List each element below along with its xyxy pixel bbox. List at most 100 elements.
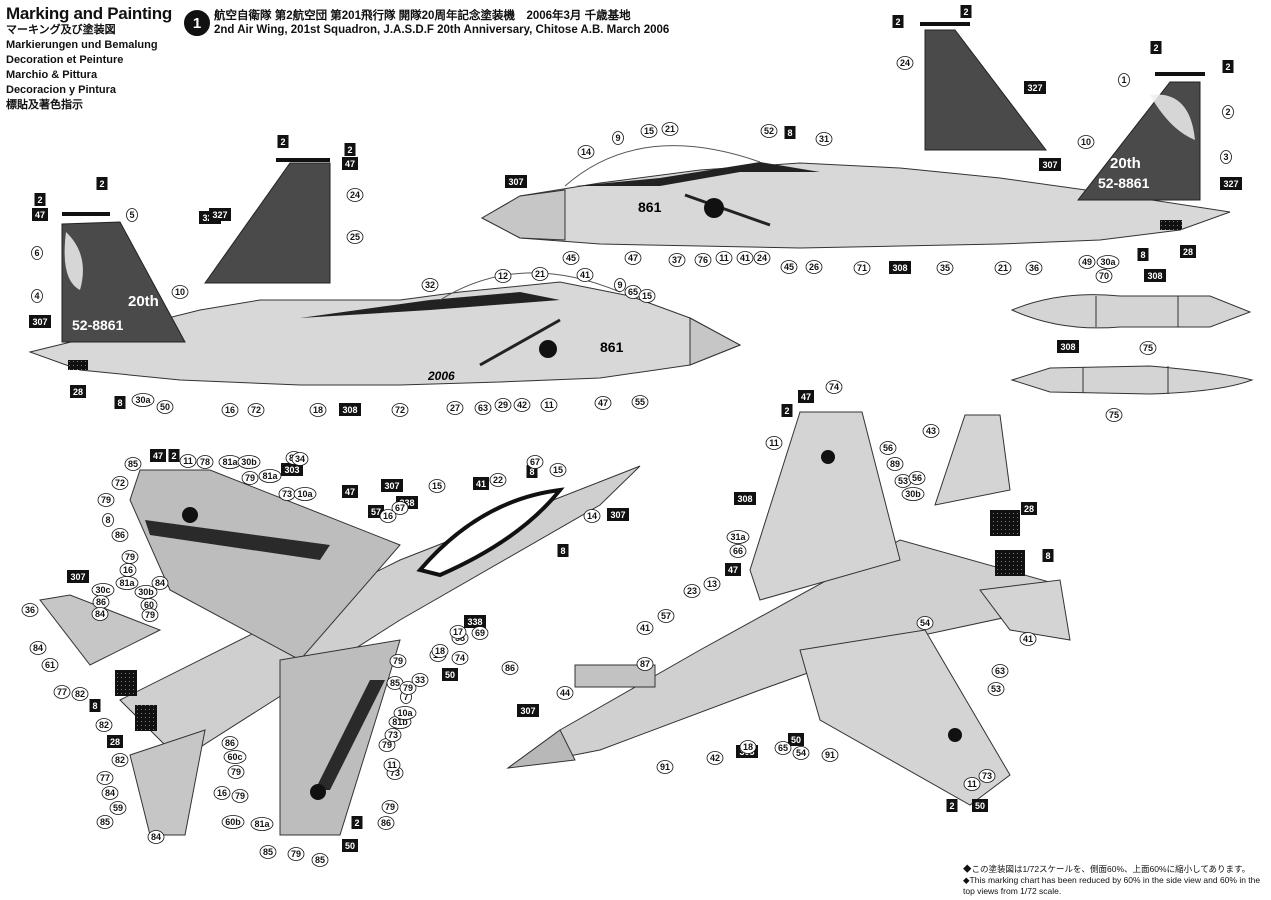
decal-number-label: 10a — [393, 706, 417, 720]
callout-text: 85 — [100, 817, 110, 827]
decal-number-label: 82 — [71, 687, 89, 701]
paint-code-label: 28 — [107, 735, 123, 748]
decal-number-label: 86 — [377, 816, 395, 830]
paint-code-label: 2 — [892, 15, 904, 28]
decal-number-label: 86 — [501, 661, 519, 675]
decal-number-label: 63 — [474, 401, 492, 415]
callout-text: 76 — [698, 255, 708, 265]
callout-text: 307 — [1042, 160, 1057, 170]
paint-code-label: 2 — [34, 193, 46, 206]
callout-text: 79 — [231, 767, 241, 777]
callout-text: 81a — [254, 819, 270, 829]
callout-text: 56 — [883, 443, 893, 453]
callout-text: 10 — [1081, 137, 1091, 147]
callout-text: 14 — [581, 147, 591, 157]
subtitle-es: Decoracion y Pintura — [6, 84, 117, 96]
tail-20th-text: 20th — [128, 293, 159, 310]
callout-text: 86 — [115, 530, 125, 540]
callout-text: 2 — [37, 195, 42, 205]
paint-code-label: 307 — [505, 175, 527, 188]
callout-text: 60b — [225, 817, 241, 827]
callout-text: 79 — [145, 610, 155, 620]
decal-number-label: 10a — [293, 487, 317, 501]
callout-text: 327 — [212, 210, 227, 220]
bottom-view — [506, 411, 1071, 806]
callout-text: 82 — [99, 720, 109, 730]
decal-number-label: 89 — [886, 457, 904, 471]
callout-text: 308 — [892, 263, 907, 273]
callout-text: 11 — [967, 779, 977, 789]
decal-number-label: 52 — [760, 124, 778, 138]
decal-number-label: 65 — [774, 741, 792, 755]
callout-text: 60 — [144, 600, 154, 610]
decal-number-label: 60b — [221, 815, 245, 829]
callout-text: 42 — [710, 753, 720, 763]
decal-number-label: 53 — [894, 474, 912, 488]
callout-text: 44 — [560, 688, 570, 698]
decal-number-label: 81a — [258, 469, 282, 483]
callout-text: 81a — [262, 471, 278, 481]
decal-number-label: 9 — [612, 131, 624, 145]
decal-number-label: 72 — [247, 403, 265, 417]
decal-number-label: 84 — [91, 607, 109, 621]
decal-number-label: 41 — [1019, 632, 1037, 646]
callout-text: 74 — [455, 653, 465, 663]
callout-text: 60c — [227, 752, 242, 762]
callout-text: 11 — [769, 438, 779, 448]
paint-code-label: 308 — [889, 261, 911, 274]
decal-number-label: 11 — [963, 777, 981, 791]
callout-text: 2 — [895, 17, 900, 27]
decal-number-label: 30c — [91, 583, 115, 597]
hinomaru-roundel — [704, 198, 724, 218]
decal-number-label: 86 — [92, 595, 110, 609]
callout-text: 82 — [75, 689, 85, 699]
anniversary-year: 2006 — [427, 369, 455, 383]
decal-number-label: 73 — [278, 487, 296, 501]
callout-text: 67 — [530, 457, 540, 467]
decal-number-label: 79 — [381, 800, 399, 814]
nose-number: 861 — [638, 199, 662, 215]
paint-code-label: 2 — [344, 143, 356, 156]
callout-text: 79 — [235, 791, 245, 801]
callout-text: 21 — [998, 263, 1008, 273]
paint-code-label: 50 — [342, 839, 358, 852]
decal-number-label: 42 — [513, 398, 531, 412]
callout-text: 303 — [284, 465, 299, 475]
decal-number-label: 44 — [556, 686, 574, 700]
callout-text: 29 — [498, 400, 508, 410]
callout-text: 307 — [610, 510, 625, 520]
paint-code-label: 28 — [1180, 245, 1196, 258]
callout-text: 308 — [737, 494, 752, 504]
decal-number-label: 86 — [221, 736, 239, 750]
paint-code-label: 8 — [1137, 248, 1149, 261]
callout-text: 41 — [640, 623, 650, 633]
paint-code-label: 28 — [70, 385, 86, 398]
callout-text: 26 — [809, 262, 819, 272]
callout-text: 73 — [982, 771, 992, 781]
callout-text: 74 — [829, 382, 839, 392]
decal-number-label: 84 — [101, 786, 119, 800]
callout-text: 16 — [123, 565, 133, 575]
footnote-en: ◆This marking chart has been reduced by … — [963, 875, 1261, 896]
right-side-view: 861 20th 52-8861 — [480, 72, 1231, 249]
decal-number-label: 75 — [1105, 408, 1123, 422]
callout-text: 70 — [1099, 271, 1109, 281]
paint-code-label: 2 — [168, 449, 180, 462]
top-view — [39, 465, 641, 836]
decal-number-label: 82 — [95, 718, 113, 732]
decal-number-label: 57 — [657, 609, 675, 623]
paint-code-label: 8 — [89, 699, 101, 712]
decal-number-label: 30b — [237, 455, 261, 469]
callout-text: 15 — [553, 465, 563, 475]
paint-code-label: 47 — [32, 208, 48, 221]
callout-text: 50 — [160, 402, 170, 412]
decal-number-label: 78 — [196, 455, 214, 469]
callout-text: 54 — [920, 618, 930, 628]
paint-code-label: 47 — [798, 390, 814, 403]
subtitle-it: Marchio & Pittura — [6, 69, 98, 81]
callout-text: 79 — [393, 656, 403, 666]
callout-text: 75 — [1143, 343, 1153, 353]
decal-number-label: 85 — [96, 815, 114, 829]
subtitle-de: Markierungen und Bemalung — [6, 39, 158, 51]
decal-number-label: 5 — [126, 208, 138, 222]
